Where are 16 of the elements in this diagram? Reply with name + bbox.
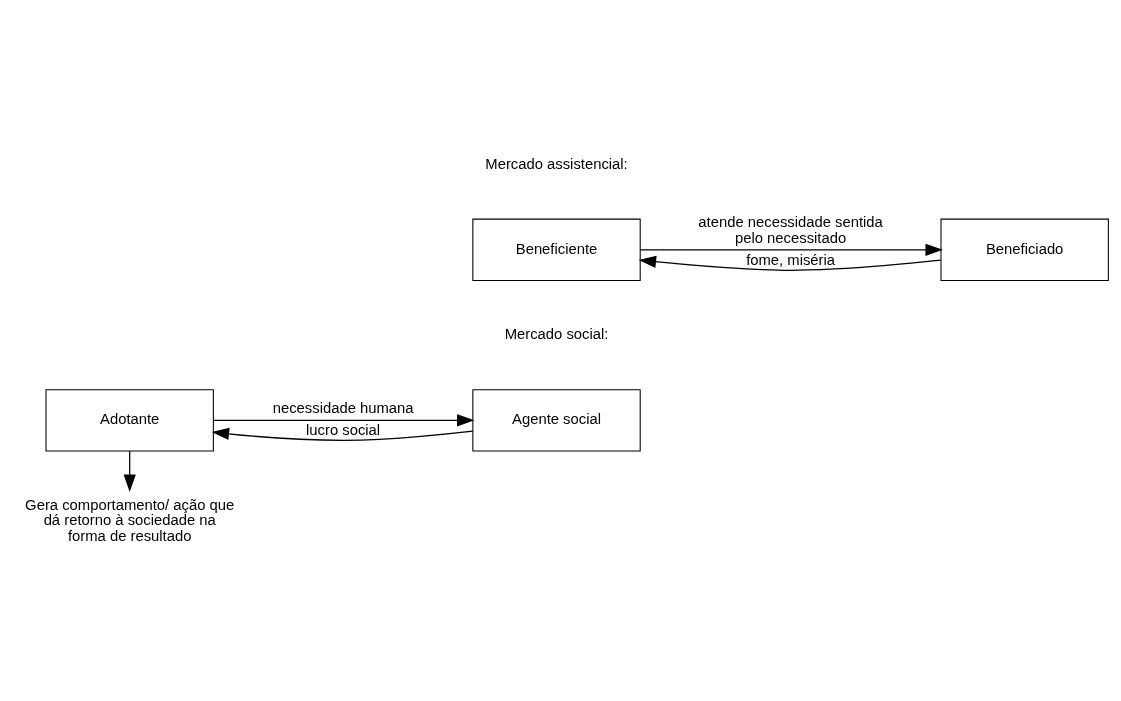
arrow xyxy=(212,413,475,426)
node-text: Gera comportamento/ ação que dá retorno à sociedade na forma de resultado xyxy=(25,496,235,544)
arrow xyxy=(211,427,474,441)
label: Mercado assistencial: xyxy=(485,155,628,172)
edge-label: fome, miséria xyxy=(746,251,836,268)
edge-label: necessidade humana xyxy=(272,399,414,416)
edge-label: lucro social xyxy=(306,421,381,438)
arrow xyxy=(639,243,943,256)
edge-label: atende necessidade sentida pelo necessitado xyxy=(698,213,883,246)
label: Mercado social: xyxy=(504,325,609,342)
node-box: Beneficiente xyxy=(472,218,641,281)
node-box: Adotante xyxy=(45,388,214,452)
node-box: Beneficiado xyxy=(940,218,1109,281)
arrow xyxy=(123,450,136,492)
arrow xyxy=(638,255,942,271)
node-box: Agente social xyxy=(472,388,641,452)
